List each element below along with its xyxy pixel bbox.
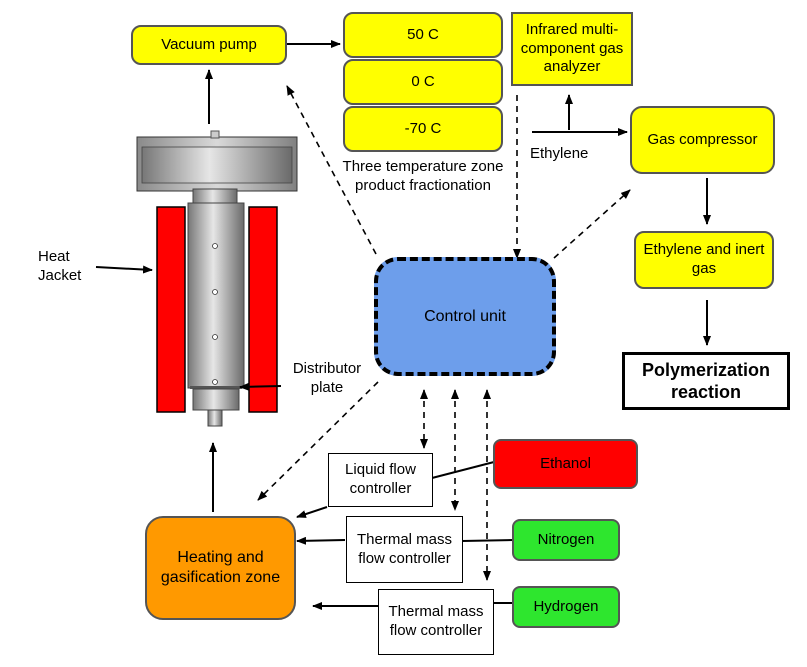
hydrogen-box: Hydrogen — [512, 586, 620, 628]
temp-50-box: 50 C — [343, 12, 503, 58]
distributor-plate-label: Distributor plate — [292, 360, 362, 396]
reactor-neck — [192, 188, 238, 204]
distributor-plate-shape — [190, 386, 242, 389]
polymerization-reaction-box: Polymerization reaction — [622, 352, 790, 410]
reactor-tube — [187, 202, 245, 389]
dashed-arrows — [257, 85, 631, 581]
ethanol-box: Ethanol — [493, 439, 638, 489]
heat-jacket-left — [156, 206, 186, 413]
infrared-analyzer-box: Infrared multi-component gas analyzer — [511, 12, 633, 86]
solid-arrows — [95, 40, 711, 610]
heat-jacket-label: Heat Jacket — [38, 248, 82, 284]
reactor — [136, 130, 298, 427]
ethylene-label: Ethylene — [530, 145, 589, 162]
heat-jacket-right — [248, 206, 278, 413]
ethylene-inert-gas-box: Ethylene and inert gas — [634, 231, 774, 289]
temp-0-box: 0 C — [343, 59, 503, 105]
temp-minus70-box: -70 C — [343, 106, 503, 152]
heating-gasification-zone-box: Heating and gasification zone — [145, 516, 296, 620]
thermal-mfc-2-box: Thermal mass flow controller — [378, 589, 494, 655]
fractionation-label: Three temperature zone product fractiona… — [342, 158, 504, 194]
nitrogen-box: Nitrogen — [512, 519, 620, 561]
vacuum-pump-box: Vacuum pump — [131, 25, 287, 65]
thermal-mfc-1-box: Thermal mass flow controller — [346, 516, 463, 583]
control-unit-box: Control unit — [374, 257, 556, 376]
reactor-outlet — [207, 409, 223, 427]
liquid-flow-controller-box: Liquid flow controller — [328, 453, 433, 507]
gas-compressor-box: Gas compressor — [630, 106, 775, 174]
